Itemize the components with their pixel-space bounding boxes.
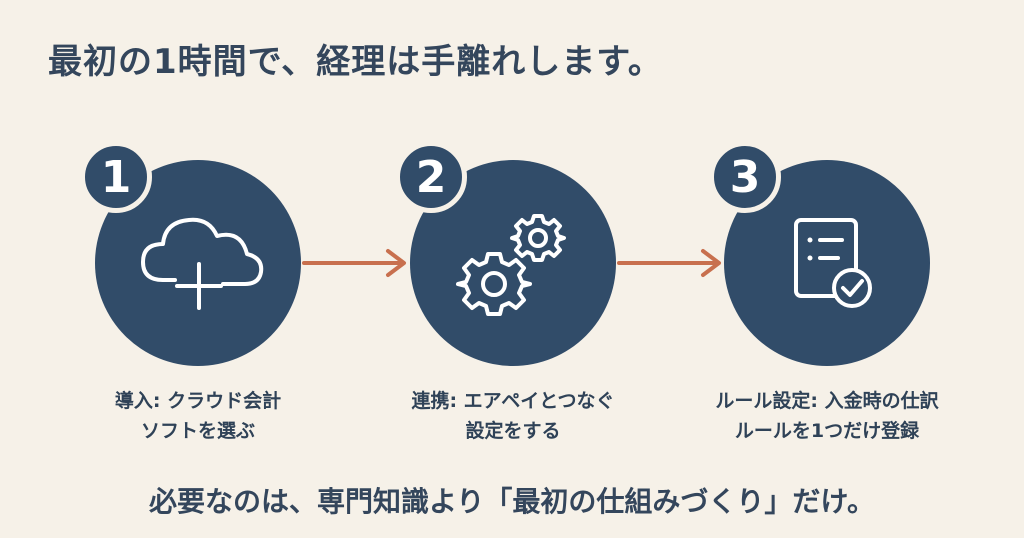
step-1-number-badge: 1 bbox=[80, 141, 152, 213]
step-1-label: 導入: クラウド会計 ソフトを選ぶ bbox=[48, 386, 348, 446]
gears-icon bbox=[456, 214, 566, 316]
step-3-circle bbox=[724, 160, 930, 366]
headline: 最初の1時間で、経理は手離れします。 bbox=[48, 42, 663, 82]
step-3-label-line2: ルールを1つだけ登録 bbox=[734, 420, 920, 442]
arrow-right-icon bbox=[617, 249, 721, 277]
step-1-label-line2: ソフトを選ぶ bbox=[140, 420, 255, 442]
step-1-label-line1: 導入: クラウド会計 bbox=[114, 390, 282, 412]
step-2-label-line2: 設定をする bbox=[465, 420, 561, 442]
step-2-label-line1: 連携: エアペイとつなぐ bbox=[411, 390, 615, 412]
step-3-label-line1: ルール設定: 入金時の仕訳 bbox=[715, 390, 939, 412]
cloud-plus-icon bbox=[141, 217, 264, 310]
step-3-label: ルール設定: 入金時の仕訳 ルールを1つだけ登録 bbox=[677, 386, 977, 446]
step-3-number-badge: 3 bbox=[709, 141, 781, 213]
step-2-number-badge: 2 bbox=[395, 141, 467, 213]
arrow-right-icon bbox=[302, 249, 406, 277]
footer-tagline: 必要なのは、専門知識より「最初の仕組みづくり」だけ。 bbox=[148, 485, 876, 518]
checklist-check-icon bbox=[794, 218, 872, 308]
step-2-label: 連携: エアペイとつなぐ 設定をする bbox=[363, 386, 663, 446]
